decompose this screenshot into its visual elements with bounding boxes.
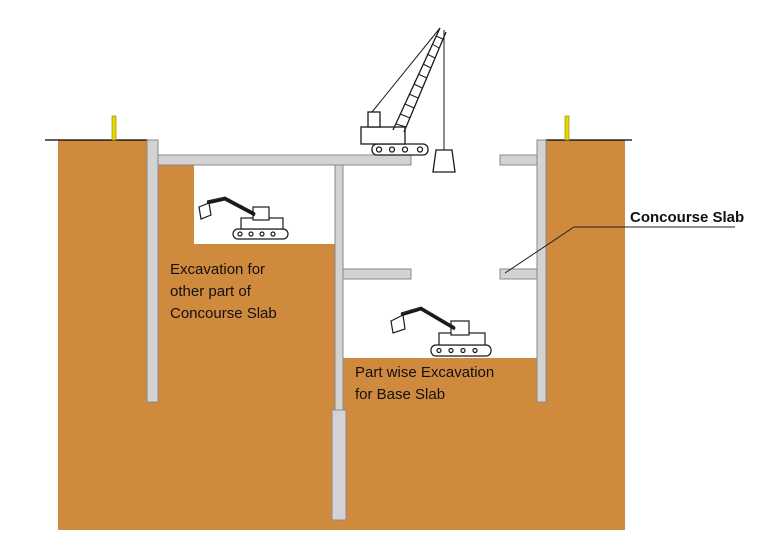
concourse-slab-leader-line [504,226,735,274]
concrete-structure [146,139,547,521]
crawler-crane-icon [360,27,456,173]
clamshell-bucket [432,149,456,173]
central-column [334,164,344,411]
survey-marker-right [564,115,570,141]
excavator-icon-upper [198,196,289,240]
concourse-slab-left [342,268,412,280]
label-base-excavation-1: Part wise Excavation [355,364,494,381]
soil-left-outer [58,140,148,530]
soil-right-outer [545,140,625,530]
diaphragm-wall-right [536,139,547,403]
label-base-excavation-2: for Base Slab [355,386,445,403]
soil-left-inner [158,165,335,402]
top-slab [157,154,412,166]
soil [58,140,625,530]
label-excavation-other-2: other part of [170,283,252,300]
crane-tracks [371,143,429,156]
soil-right-inner [343,358,537,402]
excavator-icon-lower [390,306,492,357]
concourse-slab-right [499,268,538,280]
column-pile [331,409,347,521]
label-concourse-slab: Concourse Slab [630,209,744,226]
top-slab-right-stub [499,154,538,166]
crane-cab [360,126,406,145]
label-excavation-other-1: Excavation for [170,261,265,278]
diaphragm-wall-left [146,139,159,403]
survey-marker-left [111,115,117,141]
label-excavation-other-3: Concourse Slab [170,305,277,322]
